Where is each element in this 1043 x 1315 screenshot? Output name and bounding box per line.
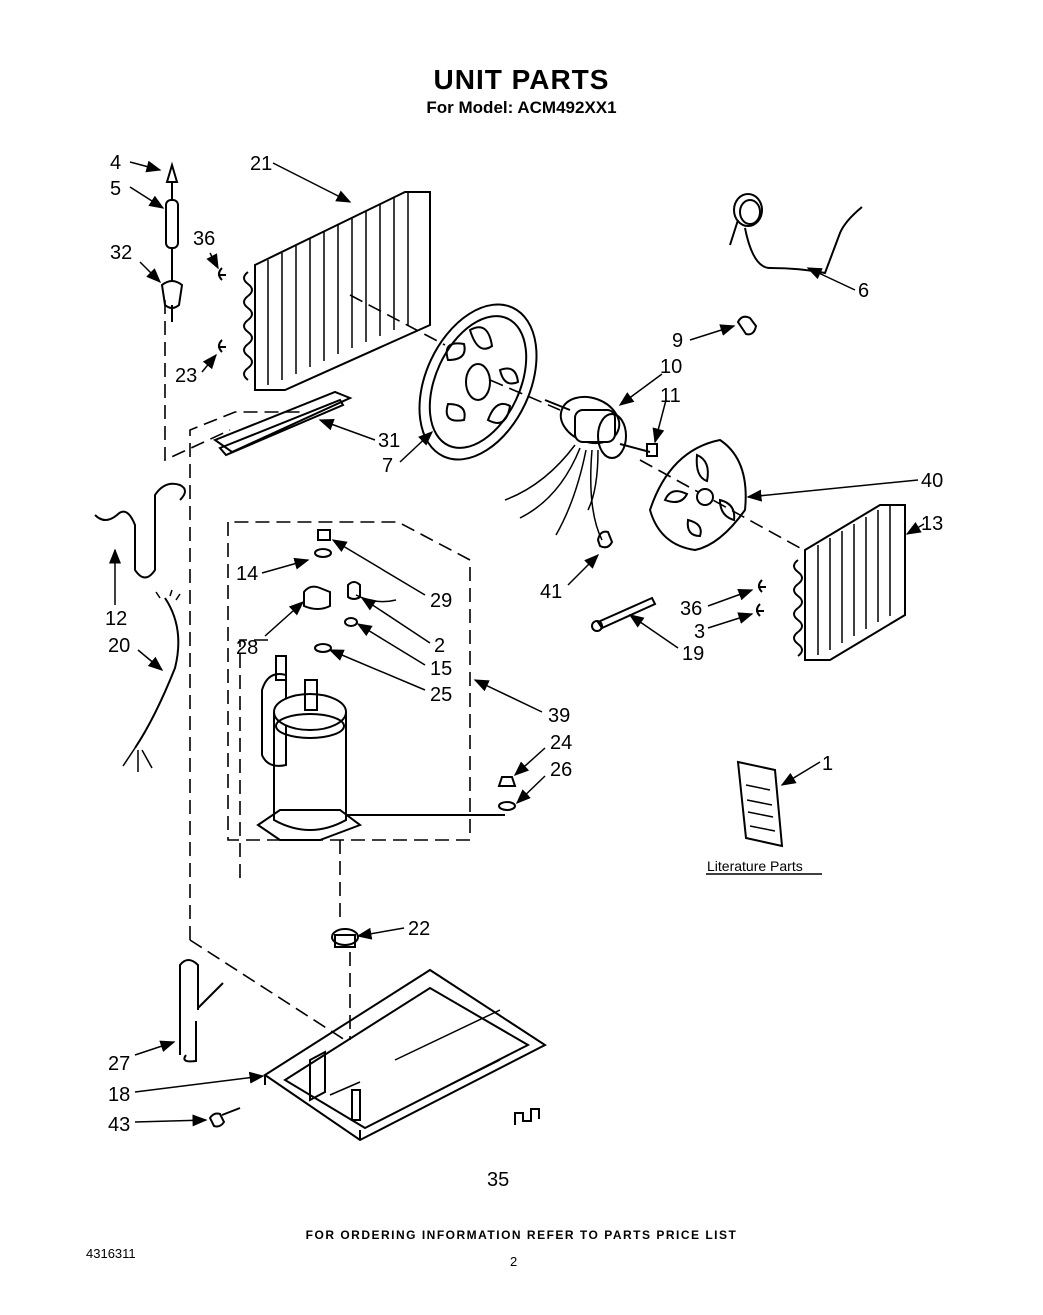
- callout-12: 12: [105, 608, 127, 630]
- thermostat-probe: [591, 596, 657, 632]
- callout-2: 2: [434, 635, 445, 657]
- callout-15: 15: [430, 658, 452, 680]
- drain-trough: [212, 390, 353, 457]
- compressor: [256, 655, 505, 841]
- callout-6: 6: [858, 280, 869, 302]
- callout-7: 7: [382, 455, 393, 477]
- spring-clip: [514, 1108, 540, 1125]
- callout-3: 3: [694, 621, 705, 643]
- base-outline-dash: [189, 411, 300, 940]
- callout-28: 28: [236, 637, 258, 659]
- fastener-36-left: [218, 267, 226, 281]
- callout-4: 4: [110, 152, 121, 174]
- callout-31: 31: [378, 430, 400, 452]
- wire-spring: [729, 193, 863, 275]
- terminal-parts: [303, 529, 397, 653]
- fastener-23: [218, 339, 226, 353]
- callout-labels: 4 5 32 36 23 21 31 7 12 20 14 29 2 28 15…: [105, 152, 943, 1191]
- fastener-36-right: [758, 579, 766, 593]
- shaft-nut: [646, 443, 658, 457]
- leader-lines: [109, 160, 925, 1127]
- callout-40: 40: [921, 470, 943, 492]
- screw: [208, 1107, 241, 1128]
- compressor-assembly-outline: [227, 521, 471, 841]
- base-pan: [263, 968, 547, 1142]
- page-title: UNIT PARTS: [433, 64, 610, 95]
- capillary-tube: [94, 482, 186, 579]
- callout-39: 39: [548, 705, 570, 727]
- callout-14: 14: [236, 563, 258, 585]
- callout-1: 1: [822, 753, 833, 775]
- callout-24: 24: [550, 732, 572, 754]
- wire-harness: [122, 589, 181, 772]
- page-number: 2: [510, 1254, 518, 1269]
- literature-parts-label: Literature Parts: [707, 858, 803, 874]
- callout-25: 25: [430, 684, 452, 706]
- literature-booklet: [736, 760, 784, 848]
- fastener-3: [756, 603, 764, 617]
- callout-26: 26: [550, 759, 572, 781]
- condenser-fan-blade: [648, 438, 747, 552]
- clip: [736, 315, 758, 336]
- base-link-dash: [189, 939, 346, 1041]
- callout-29: 29: [430, 590, 452, 612]
- callout-20: 20: [108, 635, 130, 657]
- coil-to-shroud-dash: [349, 294, 446, 346]
- callout-9: 9: [672, 330, 683, 352]
- callout-5: 5: [110, 178, 121, 200]
- fan-motor: [504, 395, 651, 541]
- plug-assembly: [160, 161, 184, 322]
- callout-36-right: 36: [680, 598, 702, 620]
- callout-35: 35: [487, 1169, 509, 1191]
- callout-36-left: 36: [193, 228, 215, 250]
- callout-23: 23: [175, 365, 197, 387]
- callout-43: 43: [108, 1114, 130, 1136]
- document-number: 4316311: [86, 1246, 136, 1261]
- condenser-coil: [793, 504, 906, 661]
- ordering-note: FOR ORDERING INFORMATION REFER TO PARTS …: [305, 1228, 738, 1242]
- model-subtitle: For Model: ACM492XX1: [426, 98, 617, 117]
- callout-13: 13: [921, 513, 943, 535]
- tube-path: [164, 300, 231, 462]
- callout-32: 32: [110, 242, 132, 264]
- evaporator-coil: [243, 191, 431, 391]
- callout-41: 41: [540, 581, 562, 603]
- callout-10: 10: [660, 356, 682, 378]
- callout-18: 18: [108, 1084, 130, 1106]
- callout-19: 19: [682, 643, 704, 665]
- discharge-tube: [179, 959, 224, 1063]
- chassis-dash: [239, 639, 275, 878]
- shroud-to-motor-dash: [489, 379, 561, 411]
- callout-11: 11: [660, 385, 681, 407]
- callout-22: 22: [408, 918, 430, 940]
- callout-27: 27: [108, 1053, 130, 1075]
- retainer-clip: [596, 530, 614, 549]
- blower-shroud: [418, 303, 538, 461]
- callout-21: 21: [250, 153, 272, 175]
